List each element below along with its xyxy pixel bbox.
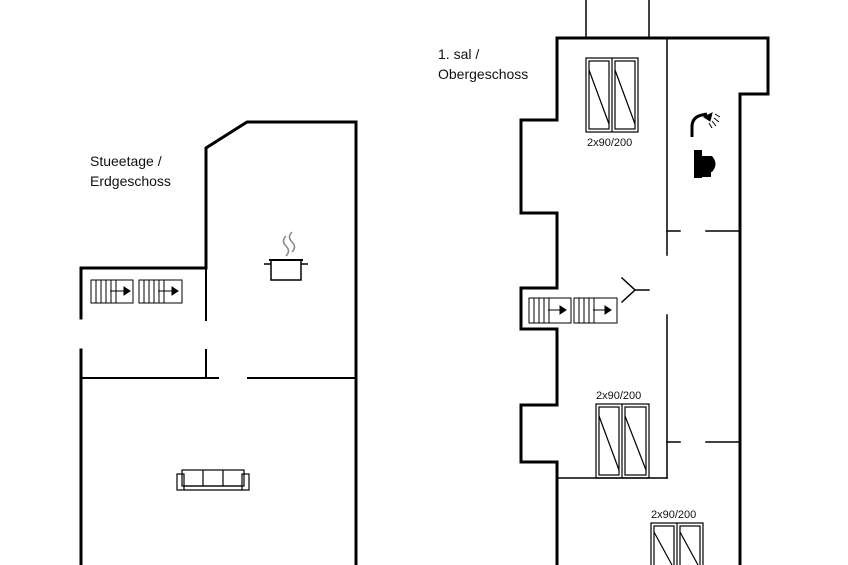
bed-size-label: 2x90/200 [587,137,633,149]
sofa-icon [176,469,250,491]
shower-icon [690,112,721,137]
bed-size-label: 2x90/200 [596,390,642,402]
upper-floor-title-line2: Obergeschoss [438,66,529,82]
upper-floor [519,0,770,565]
upper-floor-title-line1: 1. sal / [438,46,480,62]
ground-floor-title-line2: Erdgeschoss [90,173,171,189]
upper-outer-wall [519,118,559,565]
bed-icon [650,522,704,565]
bed-icon [585,57,639,133]
stairs-icon [90,279,183,304]
bed-icon [595,403,650,479]
upper-outer-wall [555,36,770,565]
ground-floor-title-line1: Stueetage / [90,153,162,169]
stairs-icon [528,297,618,324]
toilet-icon [694,150,716,178]
cooking-pot-icon [264,231,308,281]
ground-floor [79,120,358,565]
ground-outer-wall [79,120,358,565]
upper-interior-wall [620,276,637,304]
bed-size-label: 2x90/200 [651,509,697,521]
